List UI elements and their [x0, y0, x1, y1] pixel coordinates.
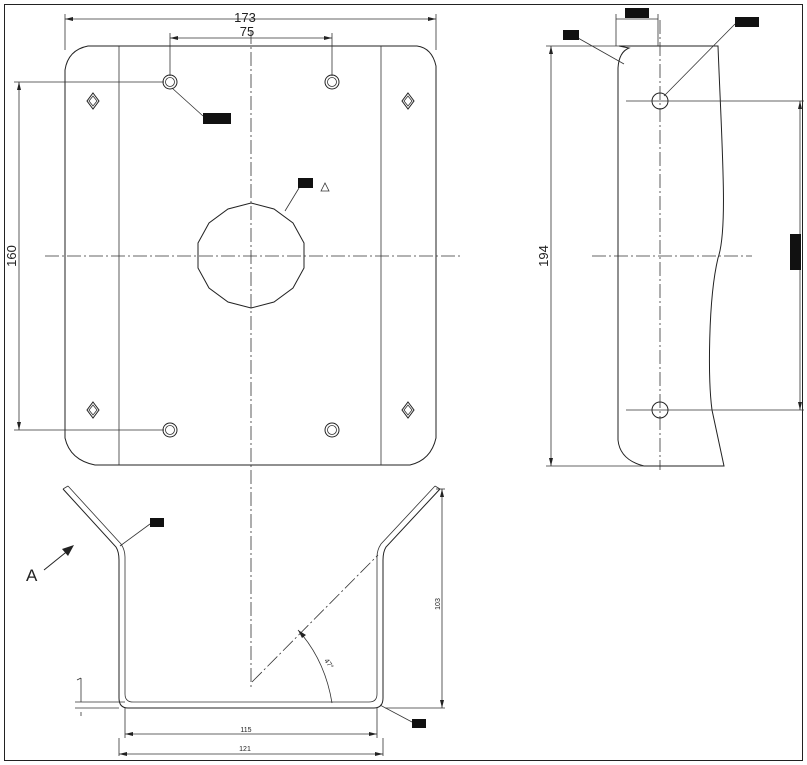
warning-triangle-icon	[320, 182, 330, 192]
angle-dimension: 47°	[297, 629, 335, 704]
dimension-103: 103	[385, 488, 445, 709]
section-view: 47° 103 115 121	[26, 485, 445, 756]
callout-hole	[171, 87, 231, 124]
callout-bend-bottom	[379, 704, 426, 728]
mount-hole-top-left-inner	[165, 77, 175, 87]
redacted-label	[203, 113, 231, 124]
dimension-173-label: 173	[234, 10, 256, 25]
mount-hole-bottom-right	[324, 422, 340, 438]
dimension-115: 115	[124, 708, 378, 738]
view-a-arrow: A	[26, 545, 74, 585]
redacted-label	[790, 234, 801, 270]
dimension-160-label: 160	[4, 245, 19, 267]
side-profile	[617, 45, 725, 467]
side-view: 194	[536, 8, 804, 470]
side-top-dimension	[615, 8, 659, 46]
plate-outline	[64, 45, 437, 466]
dimension-75-label: 75	[240, 24, 254, 39]
view-label: A	[26, 566, 38, 585]
center-cutout	[197, 202, 305, 309]
callout-bend-top	[119, 518, 164, 547]
diamond-slot-bottom-right	[401, 401, 415, 419]
dimension-121-label: 121	[239, 746, 251, 753]
side-hole-dimension	[790, 101, 802, 410]
dimension-103-label: 103	[435, 598, 442, 610]
dimension-121: 121	[118, 738, 384, 756]
redacted-label	[625, 8, 649, 18]
diamond-slot-bottom-left	[86, 401, 100, 419]
section-diagonal-centerline	[251, 554, 379, 683]
redacted-label	[735, 17, 759, 27]
callout-side-hole	[663, 17, 759, 97]
mount-hole-top-right-inner	[327, 77, 337, 87]
dimension-194-label: 194	[536, 245, 551, 267]
dimension-194: 194	[536, 45, 644, 467]
callout-cutout	[284, 178, 330, 212]
bracket-outer	[62, 488, 441, 709]
redacted-label	[298, 178, 313, 188]
redacted-label	[412, 719, 426, 728]
callout-side-edge	[563, 30, 625, 65]
bracket-inner	[67, 485, 436, 703]
thickness-indicator	[75, 677, 125, 716]
redacted-label	[150, 518, 164, 527]
dimension-173: 173	[64, 10, 437, 50]
redacted-label	[563, 30, 579, 40]
sheet-border	[4, 4, 803, 761]
mount-hole-bottom-right-inner	[327, 425, 337, 435]
dimension-160: 160	[4, 81, 164, 431]
mount-hole-bottom-left-inner	[165, 425, 175, 435]
dimension-75: 75	[169, 24, 333, 76]
front-view: 173 75 160	[4, 10, 462, 690]
dimension-115-label: 115	[240, 727, 251, 734]
diamond-slot-top-right	[401, 92, 415, 110]
diamond-slot-top-left	[86, 92, 100, 110]
angle-label: 47°	[322, 657, 335, 670]
